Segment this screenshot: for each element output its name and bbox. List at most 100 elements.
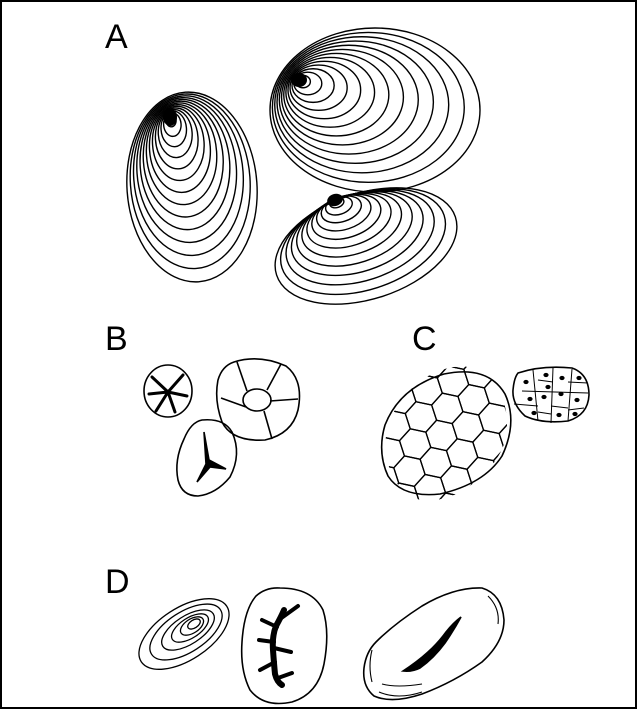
hilum-dot	[541, 395, 546, 399]
hilum-dot	[556, 413, 561, 417]
polygon-cell	[294, 332, 330, 371]
cell-wall	[568, 369, 572, 421]
hilum-dot	[572, 412, 577, 416]
polygon-cell	[297, 432, 333, 471]
polygon-cell	[479, 499, 515, 538]
grain-a-tall-left	[121, 88, 264, 287]
growth-ring	[277, 41, 433, 163]
hilum-dot	[576, 376, 581, 380]
hilum-dot	[531, 411, 536, 415]
polygon-cell	[288, 359, 324, 398]
polygon-cell	[362, 360, 398, 399]
polygon-cell	[353, 514, 389, 553]
polygon-cell	[339, 469, 375, 508]
growth-ring	[155, 602, 221, 658]
polygon-cell	[585, 464, 621, 503]
growth-ring	[290, 65, 347, 110]
hilum-dot	[558, 392, 563, 396]
growth-ring	[284, 53, 389, 136]
grain-b-star-hilum	[144, 365, 192, 417]
polygon-cell	[493, 318, 529, 357]
hilum-dot	[545, 385, 550, 389]
hilum-dot	[543, 373, 548, 377]
polygon-cell	[380, 506, 416, 545]
polygon-cell	[333, 496, 369, 535]
cell-wall	[538, 412, 551, 414]
polygon-cell	[532, 482, 568, 521]
cell-wall	[522, 391, 588, 393]
polygon-cell	[570, 419, 606, 458]
polygon-cell	[523, 409, 559, 448]
polygon-cell	[348, 542, 384, 581]
polygon-cell	[344, 442, 380, 481]
grain-a-large-top-right	[270, 28, 480, 192]
polygon-cell	[374, 533, 410, 572]
grain-d-elongate-cleft	[364, 588, 504, 700]
polygon-cell	[268, 340, 304, 379]
polygon-cell	[315, 350, 351, 389]
cell-wall	[551, 368, 553, 423]
polygon-cell	[427, 516, 463, 555]
polygon-cell	[520, 309, 556, 348]
polygon-cell	[400, 524, 436, 563]
polygon-cell	[540, 327, 576, 366]
polygon-cell	[559, 473, 595, 512]
polygon-cell	[367, 333, 403, 372]
hilum-dot	[291, 73, 307, 87]
grain-d-branched-hilum	[242, 588, 327, 704]
polygon-cell	[373, 306, 409, 345]
polygon-cell	[485, 472, 521, 511]
growth-ring	[272, 32, 464, 182]
polygon-cell	[517, 436, 553, 475]
polygon-cell	[312, 477, 348, 516]
polygon-cell	[488, 345, 524, 384]
cell-wall	[514, 404, 538, 406]
cell-wall	[568, 408, 584, 410]
polygon-cell	[506, 490, 542, 529]
polygon-cell	[420, 316, 456, 355]
polygon-cell	[497, 417, 533, 456]
polygon-cell	[320, 323, 356, 362]
polygon-cell	[502, 390, 538, 429]
polygon-cell	[335, 369, 371, 408]
grain-a-tilted-bottom-right	[260, 167, 472, 326]
polygon-cell	[564, 446, 600, 485]
grain-c-polygonal-mosaic	[268, 259, 621, 585]
cell-wall	[551, 406, 568, 408]
polygon-cell	[283, 386, 319, 425]
polygon-cell	[538, 454, 574, 493]
hilum-dot	[523, 380, 528, 384]
polygon-cell	[446, 308, 482, 347]
polygon-cell	[341, 342, 377, 381]
polygon-cell	[318, 450, 354, 489]
polygon-cell	[499, 290, 535, 329]
polygon-cell	[505, 263, 541, 302]
polygon-cell	[309, 377, 345, 416]
polygon-cell	[426, 289, 462, 328]
polygon-cell	[327, 523, 363, 562]
growth-ring	[282, 49, 404, 145]
polygon-cell	[526, 282, 562, 321]
polygon-cell	[347, 315, 383, 354]
cell-wall	[538, 380, 553, 382]
polygon-cell	[453, 507, 489, 546]
grain-d-concentric-lens	[127, 584, 241, 683]
polygon-cell	[330, 396, 366, 435]
growth-ring	[141, 593, 232, 671]
polygon-cell	[467, 326, 503, 365]
growth-ring	[127, 584, 241, 683]
polygon-cell	[544, 427, 580, 466]
hilum-dot	[574, 398, 579, 402]
grain-b-triradiate-hilum	[177, 420, 237, 496]
polygon-cell	[479, 272, 515, 311]
growth-ring	[128, 92, 248, 259]
polygon-cell	[359, 487, 395, 526]
grain-c-cellular-cluster	[513, 367, 589, 423]
polygon-cell	[324, 423, 360, 462]
polygon-cell	[452, 280, 488, 319]
polygon-cell	[406, 497, 442, 536]
polygon-cell	[512, 463, 548, 502]
polygon-cell	[473, 299, 509, 338]
